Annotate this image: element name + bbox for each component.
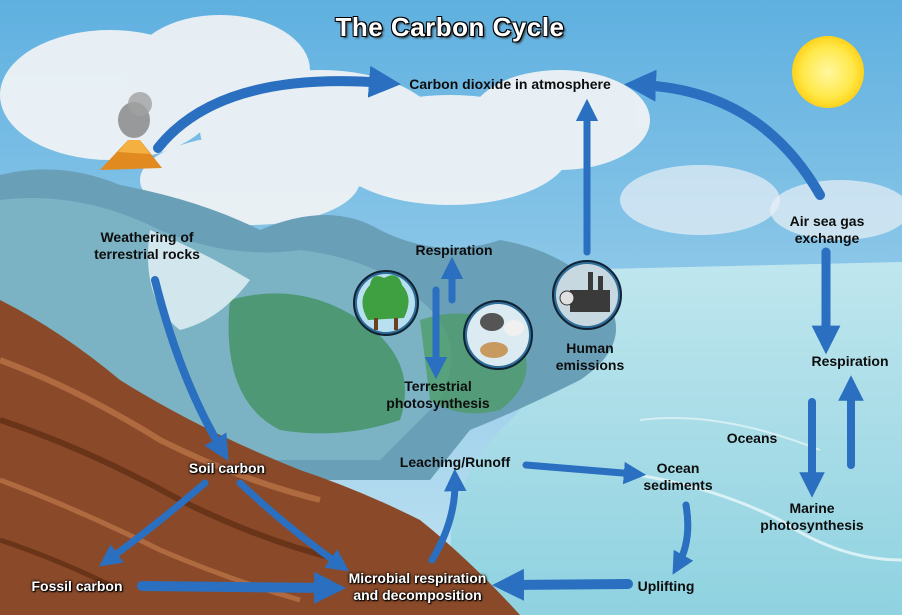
label-air-sea-gas-exchange: Air sea gas exchange bbox=[762, 213, 892, 247]
label-ocean-sediments-line2: sediments bbox=[643, 477, 713, 493]
sun-icon bbox=[792, 36, 864, 108]
trees-icon bbox=[353, 270, 419, 336]
arrow-leaching-to-sediments bbox=[522, 461, 647, 485]
arrow-fossil-to-microbial bbox=[137, 571, 346, 604]
arrow-volcano-to-atmosphere bbox=[153, 65, 401, 153]
arrow-weathering-to-soil bbox=[151, 276, 229, 461]
label-fossil-carbon: Fossil carbon bbox=[31, 578, 123, 594]
label-ocean-sediments: Ocean sediments bbox=[628, 460, 728, 494]
label-microbial-respiration: Microbial respiration and decomposition bbox=[330, 570, 505, 604]
label-human-line1: Human bbox=[566, 340, 614, 356]
label-soil-carbon: Soil carbon bbox=[188, 460, 266, 476]
label-microbial-line1: Microbial respiration bbox=[348, 570, 487, 586]
forest bbox=[228, 293, 405, 434]
label-marine-line1: Marine bbox=[789, 500, 835, 516]
volcano-icon bbox=[100, 92, 162, 170]
arrow-airsea-to-atmosphere bbox=[624, 69, 825, 200]
diagram-title: The Carbon Cycle bbox=[335, 12, 565, 42]
label-weathering: Weathering of terrestrial rocks bbox=[72, 229, 222, 263]
label-weathering-line2: terrestrial rocks bbox=[94, 246, 200, 262]
flow-arrows bbox=[98, 65, 864, 604]
label-air-sea-line2: exchange bbox=[794, 230, 860, 246]
label-terrestrial-line2: photosynthesis bbox=[386, 395, 490, 411]
label-respiration-ocean: Respiration bbox=[811, 353, 889, 369]
arrow-sediments-to-uplifting bbox=[672, 501, 694, 575]
label-leaching-runoff: Leaching/Runoff bbox=[399, 454, 511, 470]
arrow-uplifting-to-microbial bbox=[492, 568, 633, 601]
arrow-soil-to-fossil bbox=[98, 479, 209, 567]
label-terrestrial-line1: Terrestrial bbox=[404, 378, 472, 394]
label-marine-line2: photosynthesis bbox=[760, 517, 864, 533]
label-uplifting: Uplifting bbox=[637, 578, 695, 594]
label-human-line2: emissions bbox=[555, 357, 625, 373]
label-marine-photosynthesis: Marine photosynthesis bbox=[742, 500, 882, 534]
arrow-soil-to-microbial bbox=[236, 479, 350, 572]
arrow-microbial-to-leaching bbox=[428, 468, 467, 564]
factory-icon bbox=[552, 260, 622, 330]
label-respiration-land: Respiration bbox=[415, 242, 493, 258]
label-weathering-line1: Weathering of bbox=[100, 229, 194, 245]
clouds bbox=[0, 15, 902, 240]
label-atmosphere: Carbon dioxide in atmosphere bbox=[409, 76, 611, 92]
label-human-emissions: Human emissions bbox=[540, 340, 640, 374]
label-terrestrial-photosynthesis: Terrestrial photosynthesis bbox=[368, 378, 508, 412]
label-air-sea-line1: Air sea gas bbox=[789, 213, 865, 229]
label-microbial-line2: and decomposition bbox=[353, 587, 482, 603]
label-ocean-sediments-line1: Ocean bbox=[656, 460, 700, 476]
animals-icon bbox=[463, 300, 533, 370]
label-oceans: Oceans bbox=[726, 430, 778, 446]
